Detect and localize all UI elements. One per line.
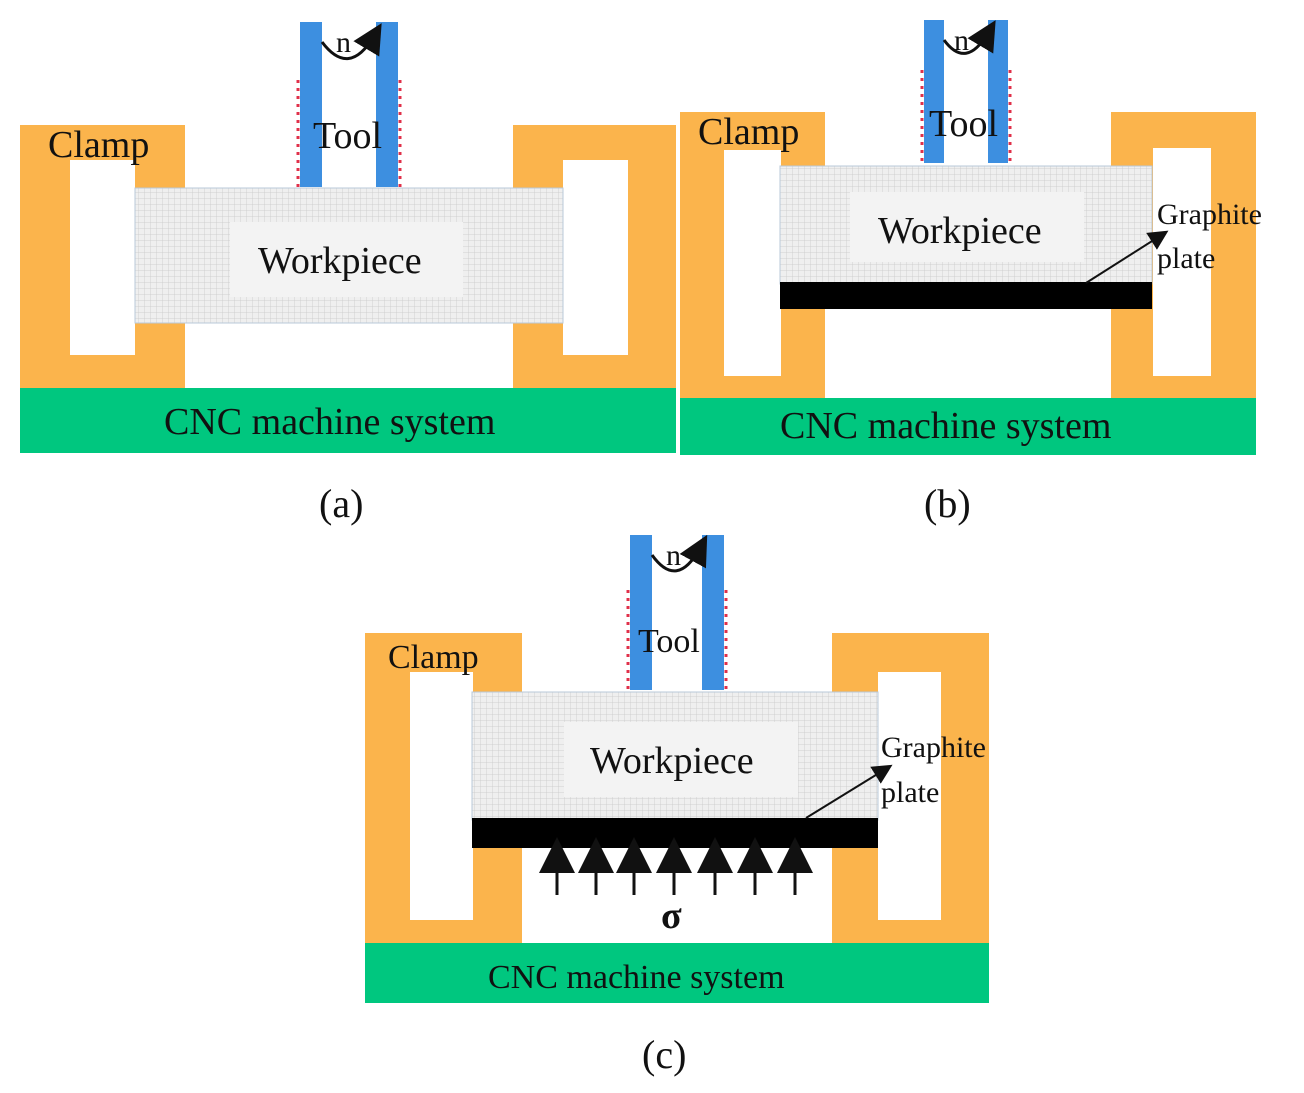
panel-caption: (a) [319, 481, 363, 526]
tool [920, 20, 1012, 163]
panel-caption: (b) [924, 481, 971, 526]
clamp-label: Clamp [388, 639, 479, 676]
base-label: CNC machine system [488, 959, 785, 996]
stress-label: σ [661, 895, 682, 937]
cnc-base [365, 943, 989, 1003]
graphite-label-line1: Graphite [1157, 198, 1262, 231]
workpiece [471, 691, 879, 821]
panel-b: Clamp n Tool Workpiece Graphite plate CN… [680, 20, 1262, 526]
graphite-plate [472, 818, 878, 848]
base-label: CNC machine system [780, 405, 1111, 447]
workpiece [134, 187, 564, 324]
graphite-leader-line [805, 764, 893, 819]
tool-label: Tool [313, 115, 382, 157]
rotation-arrow-icon [942, 20, 996, 55]
clamp-label: Clamp [48, 124, 149, 166]
panel-c: Clamp n Tool Workpiece Graphite plate σ … [365, 534, 989, 1077]
cnc-base [20, 388, 676, 453]
rotation-label: n [666, 539, 681, 572]
panel-a: Clamp n Tool Workpiece CNC machine syste… [20, 22, 676, 526]
graphite-label-line2: plate [881, 776, 939, 809]
base-label: CNC machine system [164, 401, 495, 443]
stress-arrows [539, 837, 813, 895]
graphite-leader-line [1085, 230, 1169, 284]
rotation-arrow-icon [320, 23, 382, 61]
workpiece-label: Workpiece [590, 740, 754, 782]
workpiece-label: Workpiece [258, 240, 422, 282]
clamp-label: Clamp [698, 111, 799, 153]
panel-caption: (c) [642, 1032, 686, 1077]
cnc-base [680, 398, 1256, 455]
tool-label: Tool [638, 623, 700, 660]
rotation-label: n [954, 24, 969, 57]
rotation-arrow-icon [650, 534, 708, 573]
graphite-label-line2: plate [1157, 242, 1215, 275]
graphite-plate [780, 282, 1152, 309]
tool-label: Tool [929, 103, 998, 145]
workpiece [779, 165, 1153, 285]
tool [296, 22, 402, 187]
rotation-label: n [336, 26, 351, 59]
workpiece-label: Workpiece [878, 210, 1042, 252]
tool [626, 534, 728, 690]
graphite-label-line1: Graphite [881, 731, 986, 764]
